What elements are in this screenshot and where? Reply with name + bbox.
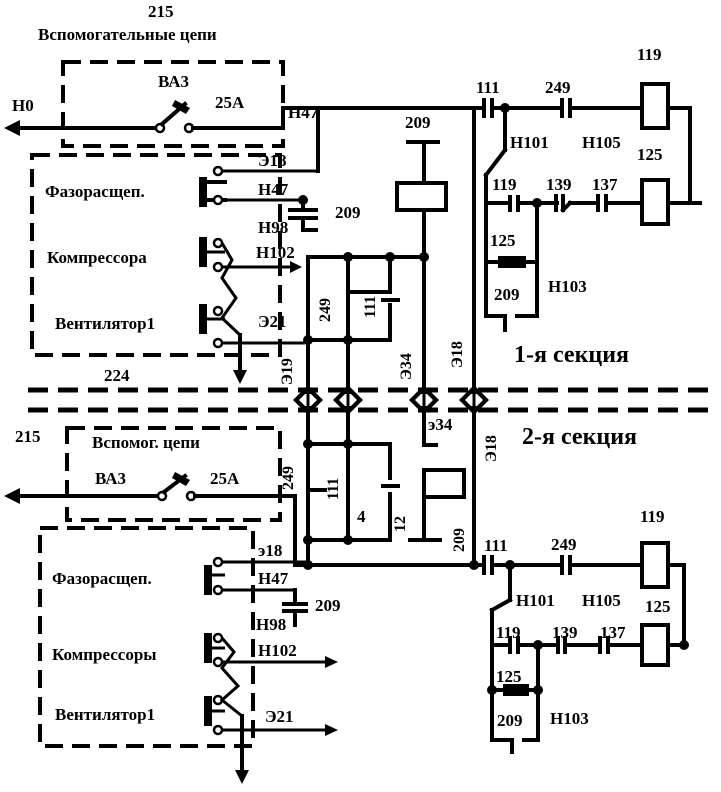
- bottom-fan-label: Вентилятор1: [55, 705, 155, 724]
- bottom-wire-249: 249: [280, 466, 297, 490]
- top-contact-209b: 209: [494, 285, 520, 304]
- top-relay-209: 209: [405, 113, 431, 132]
- section-2-diagram: 2-я секция 215 Вспомог. цепи ВА3 25A 249…: [4, 413, 689, 784]
- section-2-label: 2-я секция: [522, 424, 637, 450]
- top-contact-125: 125: [490, 231, 516, 250]
- top-wire-111: 111: [362, 296, 379, 318]
- section-1-diagram: 215 Вспомогательные цепи ВА3 25A Н0 Н47 …: [4, 2, 702, 400]
- top-coil-119: 119: [637, 45, 662, 64]
- bottom-e18-left: э18: [258, 541, 282, 560]
- top-right-249: 249: [545, 78, 571, 97]
- bottom-h47-left: Н47: [258, 569, 289, 588]
- bottom-wire-111: 111: [325, 478, 342, 500]
- bottom-contact-209b: 209: [497, 711, 523, 730]
- top-h98-label: Н98: [258, 218, 288, 237]
- bottom-breaker-box: [65, 426, 282, 522]
- top-wire-e34: Э34: [398, 353, 415, 380]
- top-compressor-label: Компрессора: [47, 248, 147, 267]
- top-wire-249: 249: [317, 298, 334, 322]
- top-breaker-box: [61, 60, 285, 148]
- top-right-111: 111: [476, 78, 500, 97]
- top-h102-label: Н102: [256, 243, 295, 262]
- top-h47-left: Н47: [258, 180, 289, 199]
- top-contact-209: 209: [335, 203, 361, 222]
- top-breaker-label: ВА3: [158, 72, 189, 91]
- bottom-aux-title: Вспомог. цепи: [92, 433, 200, 452]
- bottom-contact-209: 209: [315, 596, 341, 615]
- bottom-compressor-label: Компрессоры: [52, 645, 157, 664]
- bottom-wire-4: 4: [357, 507, 366, 526]
- top-device-box: [30, 153, 282, 357]
- bottom-right-249: 249: [551, 535, 577, 554]
- top-contact-119: 119: [492, 175, 517, 194]
- bottom-code-215: 215: [15, 427, 41, 446]
- top-e18-left: Э18: [258, 151, 287, 170]
- coupler-e19: [293, 385, 323, 415]
- top-e21-label: Э21: [258, 312, 287, 331]
- bottom-h105: Н105: [582, 591, 621, 610]
- bottom-contact-137: 137: [600, 623, 626, 642]
- bottom-breaker-rating: 25A: [210, 469, 240, 488]
- top-wire-e19: Э19: [279, 358, 296, 385]
- bottom-h101: Н101: [516, 591, 555, 610]
- top-h105: Н105: [582, 133, 621, 152]
- top-coil-125: 125: [637, 145, 663, 164]
- bottom-coil-119: 119: [640, 507, 665, 526]
- top-phase-splitter-label: Фазорасщеп.: [45, 182, 145, 201]
- bottom-h98-label: Н98: [256, 615, 286, 634]
- top-contact-139: 139: [546, 175, 572, 194]
- bottom-right-111: 111: [484, 536, 508, 555]
- top-code-215: 215: [148, 2, 174, 21]
- top-breaker-rating: 25A: [215, 93, 245, 112]
- top-h47-upper: Н47: [288, 103, 319, 122]
- top-aux-circuits-title: Вспомогательные цепи: [38, 25, 217, 44]
- top-fan-label: Вентилятор1: [55, 314, 155, 333]
- bottom-phase-splitter-label: Фазорасщеп.: [52, 569, 152, 588]
- section-1-label: 1-я секция: [514, 342, 629, 368]
- bottom-wire-209v: 209: [451, 528, 468, 552]
- bottom-coil-125: 125: [645, 597, 671, 616]
- bottom-e21-label: Э21: [265, 707, 294, 726]
- top-h0-label: Н0: [12, 96, 34, 115]
- bottom-breaker-label: ВА3: [95, 469, 126, 488]
- bottom-contact-125: 125: [496, 667, 522, 686]
- bottom-wire-e18: Э18: [483, 435, 500, 462]
- bottom-wire-e34: э34: [428, 415, 453, 434]
- bottom-wire-12: 12: [392, 516, 409, 532]
- top-wire-e18: Э18: [449, 341, 466, 368]
- top-contact-137: 137: [592, 175, 618, 194]
- top-box-224: 224: [104, 366, 130, 385]
- bottom-h102-label: Н102: [258, 641, 297, 660]
- bottom-contact-119: 119: [496, 623, 521, 642]
- top-h103: Н103: [548, 277, 587, 296]
- bottom-h103: Н103: [550, 709, 589, 728]
- top-h101: Н101: [510, 133, 549, 152]
